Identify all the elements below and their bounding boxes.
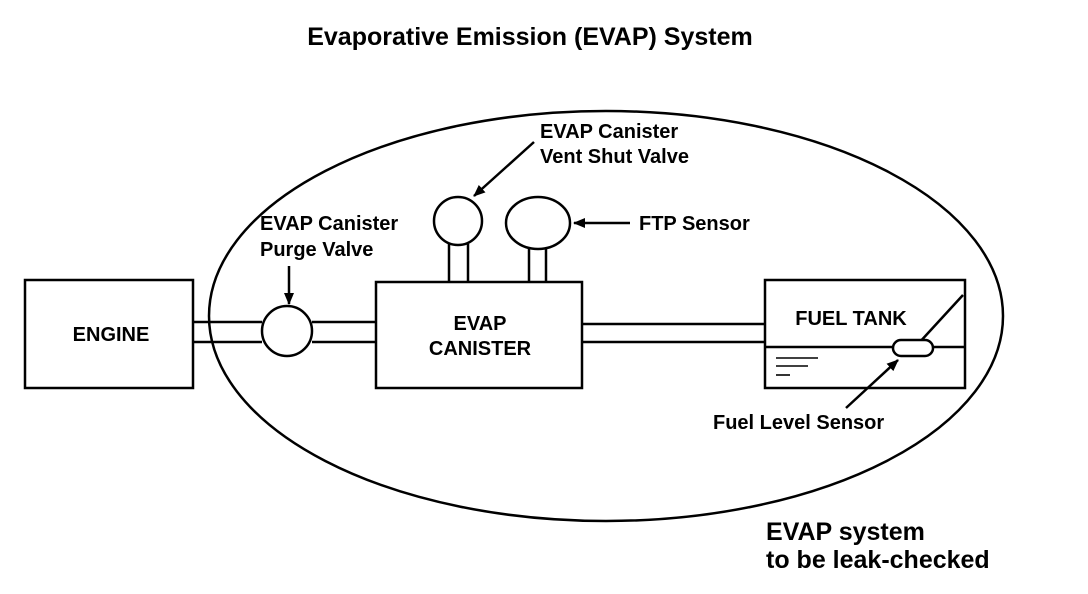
fuel-level-float-arm [917, 294, 964, 345]
diagram-title: Evaporative Emission (EVAP) System [307, 23, 753, 51]
purge-valve-label-line2: Purge Valve [260, 239, 373, 261]
leak-check-boundary [207, 109, 1005, 523]
fuel-tank-label: FUEL TANK [795, 308, 907, 330]
purge-valve-label-line1: EVAP Canister [260, 213, 398, 235]
engine-label: ENGINE [73, 324, 150, 346]
vent-valve-label-line2: Vent Shut Valve [540, 146, 689, 168]
purge-valve [260, 304, 314, 358]
fuel-tank-box [763, 278, 967, 390]
vent-valve-label-line1: EVAP Canister [540, 121, 678, 143]
fuel-level-float [891, 338, 935, 358]
evap-canister-label-line2: CANISTER [429, 338, 532, 360]
vent-shut-valve [432, 195, 484, 247]
boundary-note-line2: to be leak-checked [766, 546, 990, 574]
ftp-sensor [504, 195, 572, 251]
fuel-level-sensor-arrow [845, 359, 899, 409]
evap-canister-box [374, 280, 584, 390]
vent-valve-arrow [473, 141, 535, 197]
ftp-sensor-label: FTP Sensor [639, 213, 750, 235]
evap-canister-label-line1: EVAP [454, 313, 507, 335]
engine-box [23, 278, 195, 390]
fuel-level-sensor-label: Fuel Level Sensor [713, 412, 884, 434]
boundary-note-line1: EVAP system [766, 518, 925, 546]
